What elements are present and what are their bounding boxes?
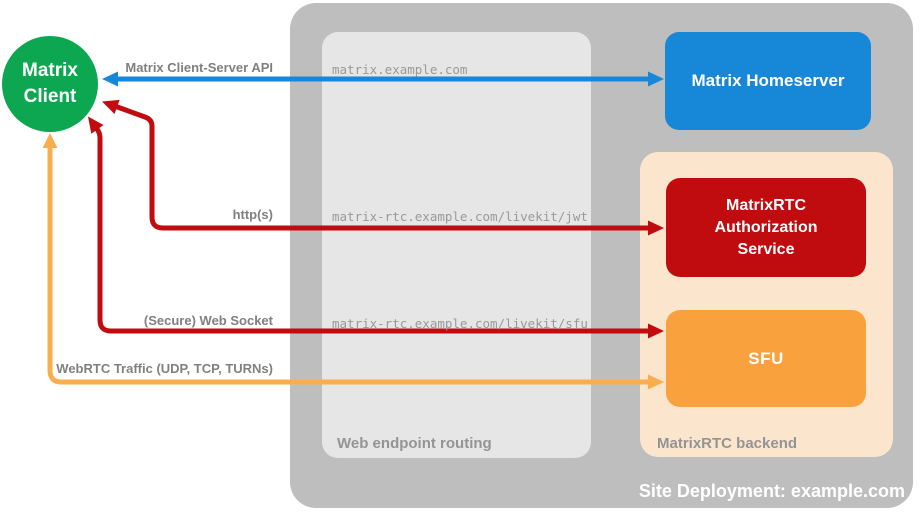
matrixrtc-authorization-service-node: MatrixRTC Authorization Service [666,178,866,277]
matrix-homeserver-node: Matrix Homeserver [665,32,871,130]
route-matrix-example-com: matrix.example.com [332,62,468,77]
web-endpoint-routing-label: Web endpoint routing [337,435,492,452]
sfu-node: SFU [666,310,866,407]
websocket-label: (Secure) Web Socket [143,313,273,328]
webrtc-arrowhead-client [42,133,58,148]
route-livekit-sfu: matrix-rtc.example.com/livekit/sfu [332,316,588,331]
websocket-arrowhead-client [88,116,104,134]
https-label: http(s) [232,207,273,222]
matrix-client-node: Matrix Client [2,36,98,132]
web-endpoint-routing-box [322,32,591,458]
matrixrtc-backend-label: MatrixRTC backend [657,435,798,452]
client-server-api-arrowhead-left [102,71,118,87]
route-livekit-jwt: matrix-rtc.example.com/livekit/jwt [332,209,588,224]
https-arrowhead-client [102,99,120,114]
client-server-api-label: Matrix Client-Server API [125,60,273,75]
webrtc-traffic-label: WebRTC Traffic (UDP, TCP, TURNs) [56,361,273,376]
site-deployment-label: Site Deployment: example.com [638,481,905,501]
